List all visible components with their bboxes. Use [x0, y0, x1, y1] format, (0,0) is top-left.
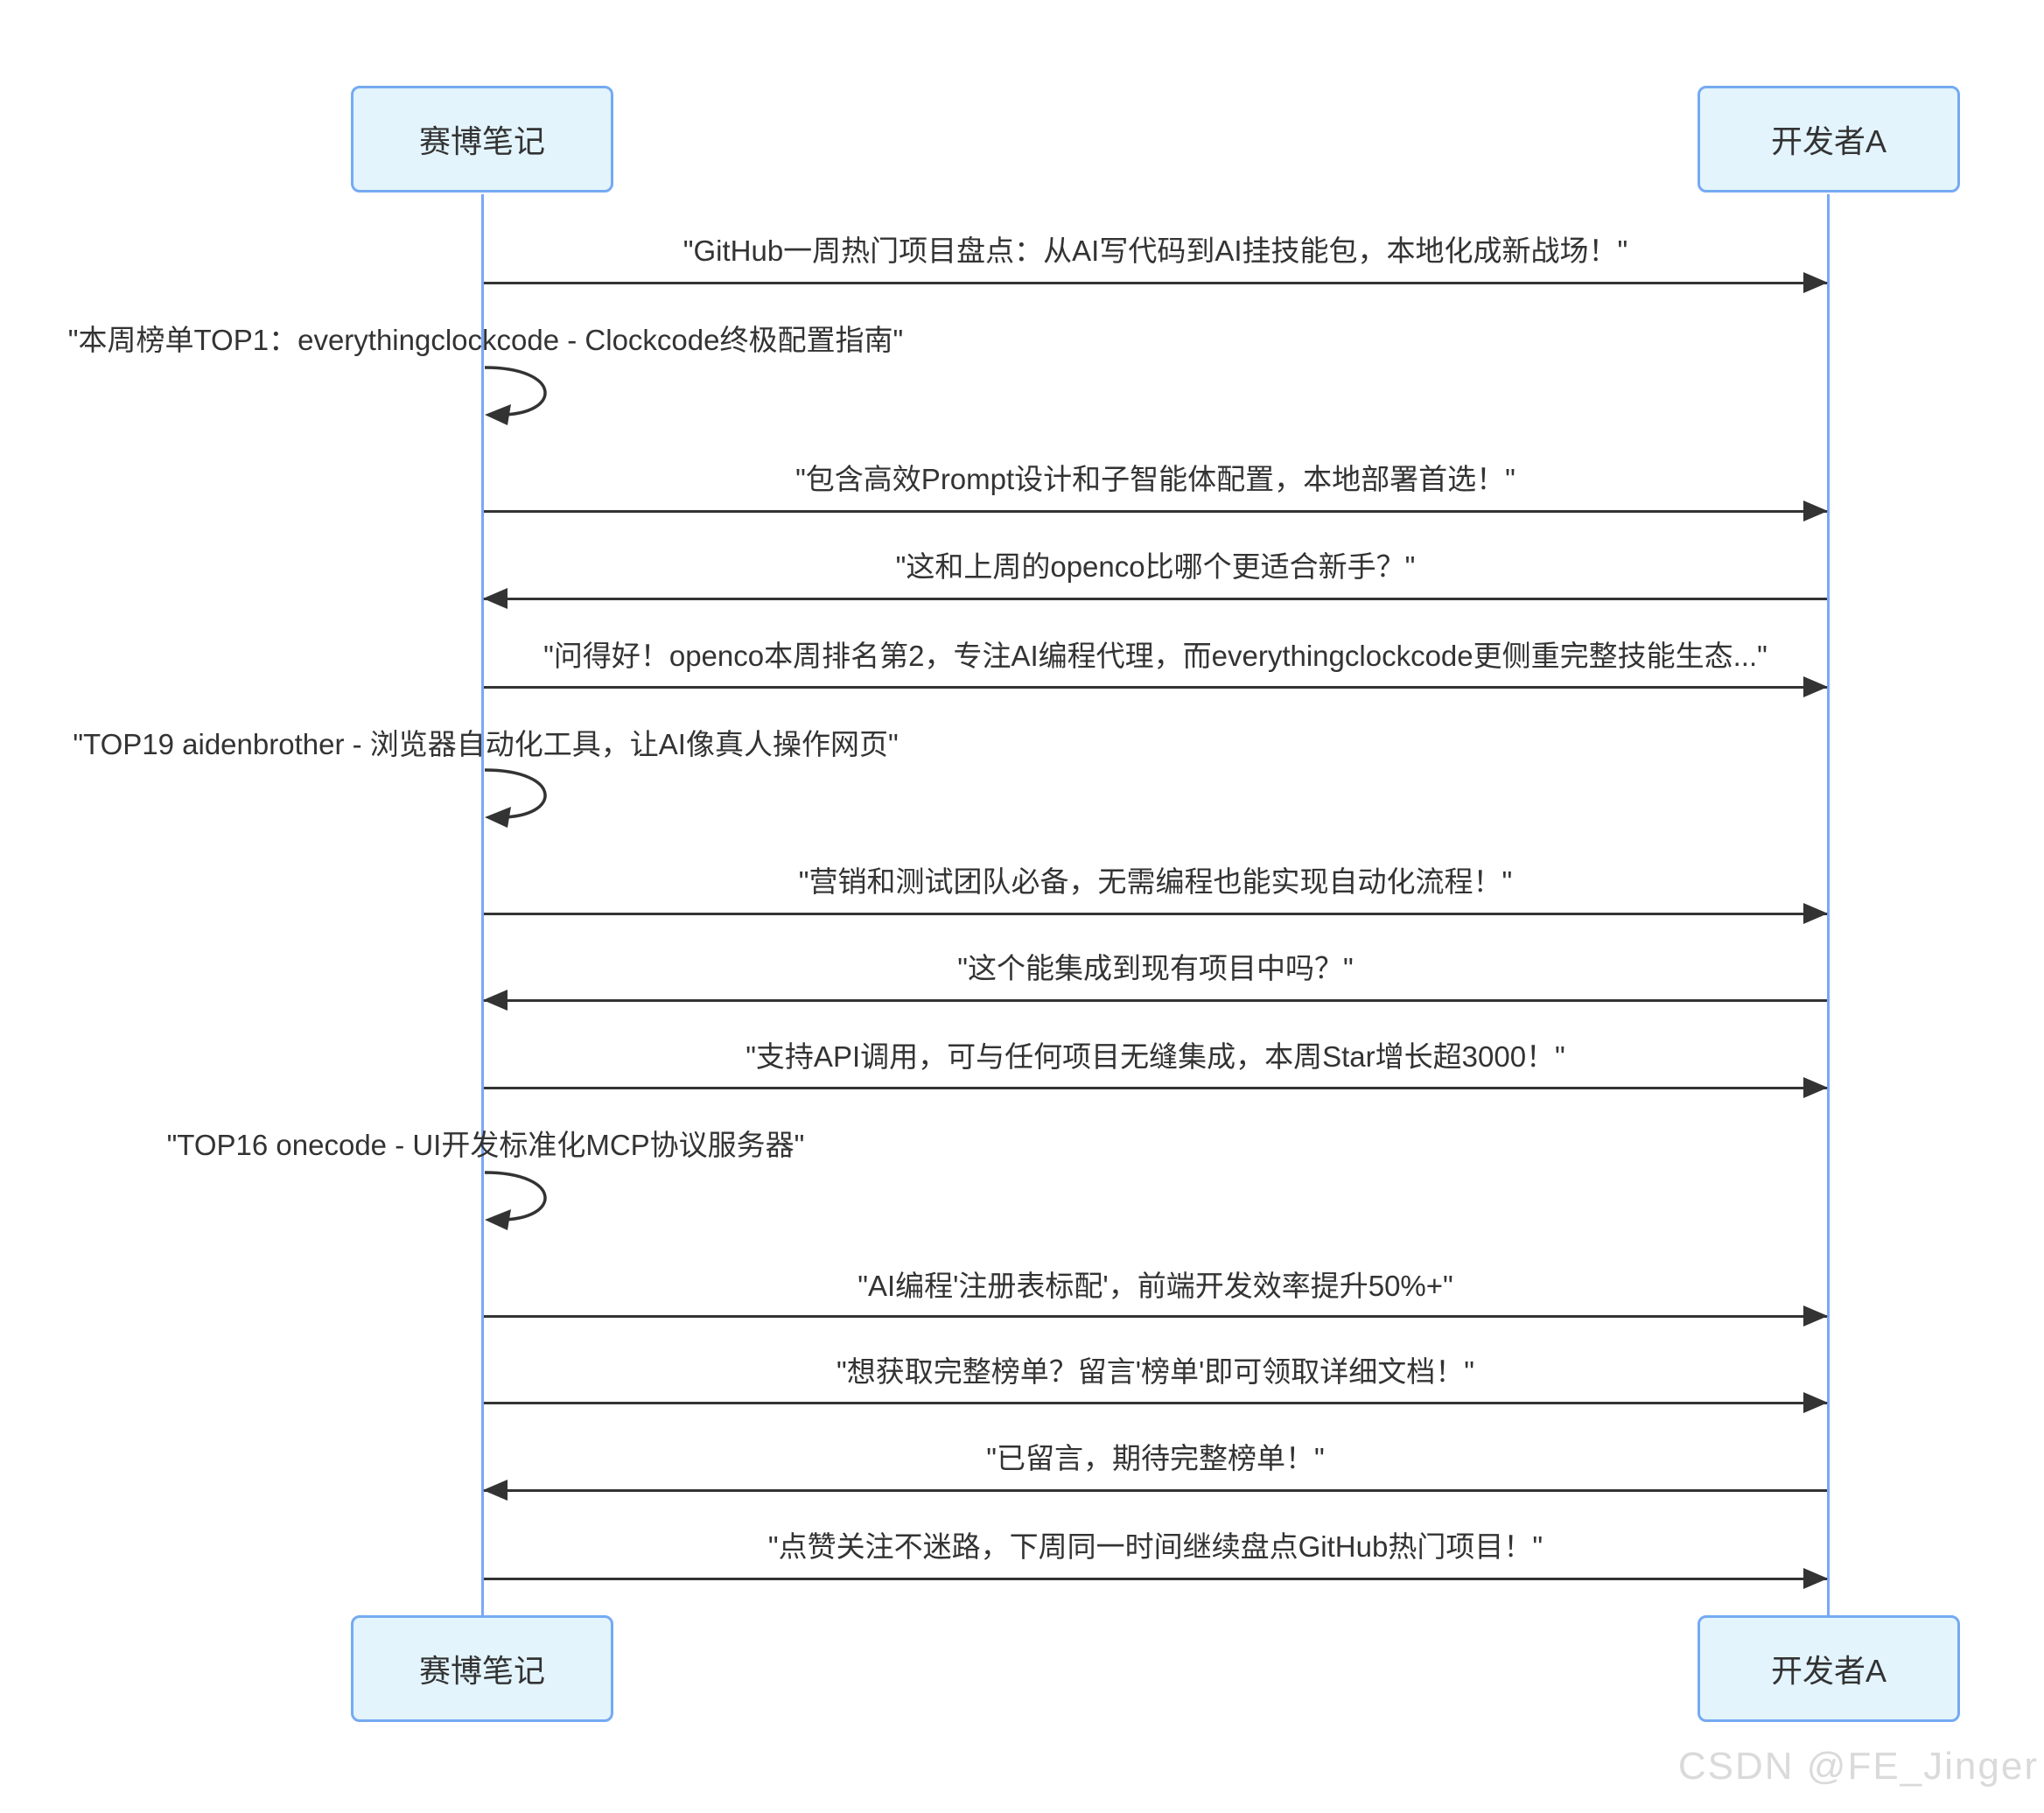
message-arrow-right: [484, 1077, 1828, 1098]
arrowhead-icon: [1803, 1392, 1828, 1413]
self-loop-arrow: [484, 1171, 547, 1230]
message-text: "这和上周的openco比哪个更适合新手？": [895, 550, 1416, 583]
arrowhead-icon: [1803, 272, 1828, 293]
actor-box-cyber-notes-bottom: 赛博笔记: [351, 1615, 613, 1722]
message-text: "AI编程'注册表标配'，前端开发效率提升50%+": [858, 1270, 1453, 1302]
message-arrow-right: [484, 1306, 1828, 1326]
message-arrow-right: [484, 903, 1828, 924]
arrowhead-icon: [1803, 500, 1828, 522]
message-text: "GitHub一周热门项目盘点：从AI写代码到AI挂技能包，本地化成新战场！": [682, 234, 1628, 267]
actor-box-cyber-notes-top: 赛博笔记: [351, 86, 613, 192]
message-text: "营销和测试团队必备，无需编程也能实现自动化流程！": [798, 865, 1513, 898]
message-arrow-right: [484, 1392, 1828, 1413]
lifeline-cyber-notes: [481, 194, 484, 1617]
watermark: CSDN @FE_Jinger: [1677, 1745, 2039, 1788]
message-arrow-right: [484, 500, 1828, 522]
self-message-text: "本周榜单TOP1：everythingclockcode - Clockcod…: [67, 324, 904, 356]
self-message-text: "TOP16 onecode - UI开发标准化MCP协议服务器": [166, 1129, 805, 1161]
actor-box-developer-a-top: 开发者A: [1698, 86, 1960, 192]
self-loop-arrow: [484, 768, 547, 828]
message-text: "这个能集成到现有项目中吗？": [957, 952, 1354, 984]
message-arrow-right: [484, 676, 1828, 697]
actor-box-developer-a-bottom: 开发者A: [1698, 1615, 1960, 1722]
message-arrow-right: [484, 1568, 1828, 1589]
arrowhead-icon: [483, 588, 508, 609]
message-arrow-left: [483, 1480, 1827, 1501]
message-text: "点赞关注不迷路，下周同一时间继续盘点GitHub热门项目！": [767, 1530, 1544, 1563]
message-arrow-left: [483, 588, 1827, 609]
message-arrow-left: [483, 990, 1827, 1011]
message-arrow-right: [484, 272, 1828, 293]
actor-label: 开发者A: [1770, 1653, 1886, 1689]
self-loop-arrow: [484, 366, 547, 425]
arrowhead-icon: [483, 990, 508, 1011]
arrowhead-icon: [1803, 676, 1828, 697]
message-text: "已留言，期待完整榜单！": [986, 1442, 1325, 1474]
message-text: "想获取完整榜单？留言'榜单'即可领取详细文档！": [836, 1355, 1475, 1388]
message-text: "包含高效Prompt设计和子智能体配置，本地部署首选！": [795, 463, 1516, 495]
arrowhead-icon: [1803, 1568, 1828, 1589]
actor-label: 赛博笔记: [418, 123, 545, 159]
arrowhead-icon: [1803, 903, 1828, 924]
message-text: "支持API调用，可与任何项目无缝集成，本周Star增长超3000！": [746, 1040, 1565, 1073]
lifeline-developer-a: [1827, 194, 1830, 1617]
arrowhead-icon: [1803, 1306, 1828, 1326]
message-text: "问得好！openco本周排名第2，专注AI编程代理，而everythingcl…: [543, 640, 1768, 672]
arrowhead-icon: [1803, 1077, 1828, 1098]
self-message-text: "TOP19 aidenbrother - 浏览器自动化工具，让AI像真人操作网…: [73, 728, 899, 760]
actor-label: 开发者A: [1770, 123, 1886, 159]
arrowhead-icon: [483, 1480, 508, 1501]
actor-label: 赛博笔记: [418, 1653, 545, 1689]
